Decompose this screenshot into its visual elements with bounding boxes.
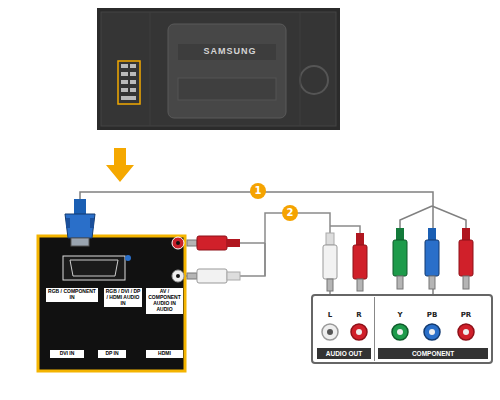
jack-hole: [356, 329, 362, 335]
jack-label: R: [349, 311, 369, 320]
node-text: HDMI: [147, 351, 182, 357]
jack-hole: [397, 329, 403, 335]
jack-hole: [429, 329, 435, 335]
jack-hole: [176, 241, 180, 245]
blue-rca-plug: [425, 240, 439, 276]
rca-tip: [187, 240, 197, 246]
red-jack: [172, 237, 184, 249]
monitor-bezel: [101, 12, 336, 126]
jack-hole: [463, 329, 469, 335]
jack-label: L: [320, 311, 340, 320]
frame-line: [150, 12, 151, 126]
port-mini: [130, 72, 136, 76]
port-mini: [130, 80, 136, 84]
red-rca-plug: [353, 245, 367, 279]
white-jack: [322, 324, 338, 340]
audio-wire: [240, 242, 265, 244]
input-panel: [38, 236, 185, 371]
jack-hole: [176, 274, 180, 278]
port-label: DVI IN: [50, 350, 84, 358]
green-jack: [392, 324, 408, 340]
mount-ring: [300, 66, 328, 94]
red-rca-strain: [356, 233, 364, 245]
white-rca-plug: [323, 245, 337, 279]
node-text: AV / COMPONENT AUDIO IN: [147, 289, 182, 306]
rca-tip: [187, 273, 197, 279]
cable: [175, 213, 330, 298]
section-divider: [374, 297, 375, 361]
rca-tip: [463, 276, 469, 289]
green-rca-plug: [393, 240, 407, 276]
blue-jack: [424, 324, 440, 340]
jack-label: PB: [422, 311, 442, 320]
audio-wire: [264, 243, 266, 276]
port-label: AV / COMPONENT AUDIO INAUDIO: [146, 288, 183, 314]
node-text: RGB / DVI / DP / HDMI AUDIO IN: [105, 289, 141, 306]
component-wire: [432, 206, 466, 228]
port-label: RGB / DVI / DP / HDMI AUDIO IN: [104, 288, 142, 307]
small-port: [125, 255, 131, 261]
red-jack: [351, 324, 367, 340]
red-rca-plug: [459, 240, 473, 276]
source-device: [312, 295, 492, 363]
node-text: RGB / COMPONENT IN: [47, 289, 97, 301]
audio-wire: [330, 226, 360, 233]
jack-label: Y: [390, 311, 410, 320]
vga-tip: [71, 238, 89, 246]
monitor-back: [97, 8, 340, 130]
monitor-back: SAMSUNG: [97, 8, 340, 130]
highlight-frame: [118, 61, 140, 104]
red-jack: [458, 324, 474, 340]
jack-hole: [327, 329, 333, 335]
white-jack: [172, 270, 184, 282]
vga-plug: [65, 214, 95, 238]
rca-tip: [357, 279, 363, 291]
callout-number: 1: [250, 183, 266, 199]
rear-cover: [168, 24, 286, 118]
white-rca-strain: [326, 233, 334, 245]
white-rca-strain: [227, 272, 240, 280]
dvi-socket: [70, 260, 118, 276]
rca-tip: [327, 279, 333, 291]
vent-plate: [178, 78, 276, 100]
port-mini: [121, 80, 128, 84]
callout-number: 2: [282, 205, 298, 221]
rca-tip: [429, 276, 435, 289]
port-mini: [121, 96, 136, 100]
port-mini: [121, 88, 128, 92]
node-text: DP IN: [99, 351, 125, 357]
red-rca-strain: [227, 239, 240, 247]
port-label: RGB / COMPONENT IN: [46, 288, 98, 302]
node-text: AUDIO: [147, 307, 182, 313]
red-rca-plug: [197, 236, 227, 250]
port-mini: [121, 64, 128, 68]
white-rca-plug: [197, 269, 227, 283]
node-text: COMPONENT: [378, 348, 488, 359]
vga-screw: [90, 218, 94, 228]
down-arrow: [106, 148, 134, 182]
blue-strain: [428, 228, 436, 240]
port-mini: [130, 64, 136, 68]
port-label: DP IN: [98, 350, 126, 358]
frame-line: [300, 12, 301, 126]
port-mini: [121, 72, 128, 76]
port-label: HDMI: [146, 350, 183, 358]
node-text: AUDIO OUT: [317, 348, 371, 359]
jack-label: PR: [456, 311, 476, 320]
green-strain: [396, 228, 404, 240]
node-text: DVI IN: [51, 351, 83, 357]
dvi-port: [63, 256, 125, 280]
port-mini: [130, 88, 136, 92]
red-strain: [462, 228, 470, 240]
vga-strain-relief: [74, 199, 86, 215]
node-text: SAMSUNG: [170, 46, 290, 56]
component-wire: [400, 206, 432, 228]
vga-screw: [66, 218, 70, 228]
rca-tip: [397, 276, 403, 289]
